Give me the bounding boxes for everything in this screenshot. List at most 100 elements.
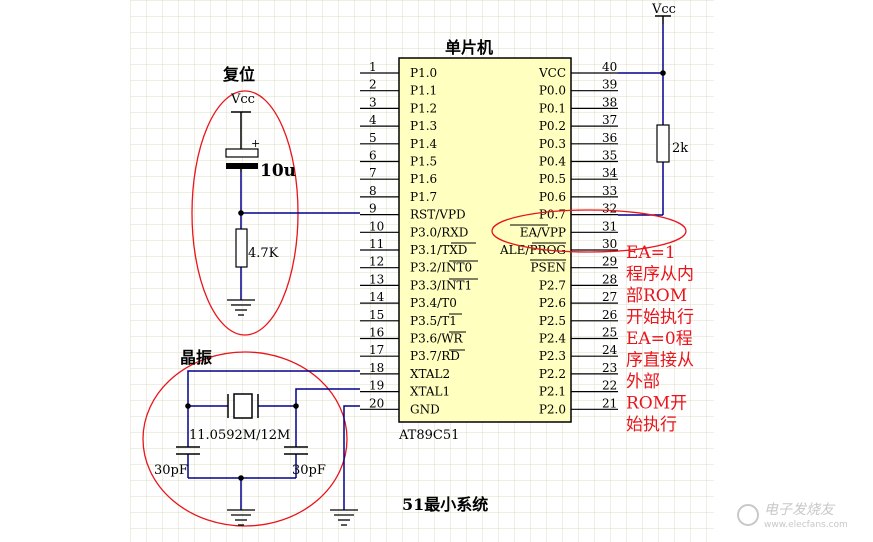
reset-junction-dot <box>238 210 244 216</box>
chip-title: 单片机 <box>445 38 493 57</box>
annotation-line: 外部 <box>626 372 660 392</box>
pin-number: 39 <box>602 78 617 92</box>
pin-name: P3.6/WR <box>410 332 464 346</box>
annotation-line: EA=0程 <box>626 329 693 349</box>
crystal-value: 11.0592M/12M <box>189 428 290 443</box>
pin-name: P3.4/T0 <box>410 296 457 310</box>
pin-name: EA/VPP <box>520 225 566 239</box>
left-pin-5: 5 P1.4 <box>360 131 438 151</box>
pin-name: P2.5 <box>539 314 566 328</box>
pin-name: P1.3 <box>410 119 437 133</box>
annotation-line: EA=1 <box>626 243 676 263</box>
pin-number: 33 <box>602 184 617 198</box>
pin-number: 16 <box>369 326 384 340</box>
pin-number: 8 <box>369 184 377 198</box>
reset-wiring <box>240 112 360 300</box>
pin-name: P1.7 <box>410 190 437 204</box>
pin-number: 12 <box>369 255 384 269</box>
svg-text:+: + <box>251 137 260 150</box>
annotation-line: 始执行 <box>626 415 677 435</box>
pin-number: 28 <box>602 272 617 286</box>
pin-name: P2.3 <box>539 349 566 363</box>
right-pin-28: 28 P2.7 <box>539 272 618 292</box>
pin-number: 11 <box>369 237 384 251</box>
pin-number: 6 <box>369 149 377 163</box>
pin-number: 5 <box>369 131 377 145</box>
pin-number: 26 <box>602 308 617 322</box>
capacitor-right <box>284 446 308 455</box>
pin-name: P0.2 <box>539 119 566 133</box>
ground-symbol-reset <box>227 299 255 316</box>
pin-name: P2.2 <box>539 367 566 381</box>
pin-number: 25 <box>602 326 617 340</box>
ea-highlight-ellipse <box>491 209 687 253</box>
pin-name: P1.6 <box>410 172 437 186</box>
pin-name: XTAL2 <box>410 367 450 381</box>
watermark-logo-icon <box>737 504 759 526</box>
pin-name: XTAL1 <box>410 385 450 399</box>
pin-number: 10 <box>369 219 384 233</box>
pin-name: PSEN <box>530 261 566 275</box>
pin-number: 35 <box>602 149 617 163</box>
crystal-wiring <box>187 370 360 510</box>
annotation-line: 序直接从 <box>626 351 694 371</box>
pin-number: 2 <box>369 78 377 92</box>
pin-number: 22 <box>602 379 617 393</box>
pin-name: P2.4 <box>539 332 567 346</box>
pin-number: 3 <box>369 95 377 109</box>
crystal-resonator <box>227 393 259 419</box>
overbars <box>449 224 566 351</box>
pin-number: 13 <box>369 272 384 286</box>
chip-body <box>398 57 572 423</box>
pin-number: 14 <box>369 290 385 304</box>
watermark-url: www.elecfans.com <box>764 520 848 530</box>
pin-name: P2.7 <box>539 278 566 292</box>
pin-number: 32 <box>602 202 617 216</box>
left-pin-19: 19 XTAL1 <box>360 379 450 399</box>
annotation-line: 部ROM <box>626 286 687 306</box>
pin-number: 27 <box>602 290 617 304</box>
right-pin-31: 31 EA/VPP <box>520 219 618 239</box>
left-pin-18: 18 XTAL2 <box>360 361 450 381</box>
pin-name: RST/VPD <box>410 208 466 222</box>
pin-number: 34 <box>602 166 618 180</box>
pin-number: 31 <box>602 219 617 233</box>
pin-number: 15 <box>369 308 384 322</box>
pin-number: 18 <box>369 361 384 375</box>
part-label: AT89C51 <box>398 428 459 443</box>
pin-number: 38 <box>602 95 617 109</box>
vcc-reset-label: Vcc <box>230 92 255 107</box>
crystal-highlight-ellipse <box>142 351 348 527</box>
reset-resistor <box>235 228 248 268</box>
pin-name: P1.4 <box>410 137 438 151</box>
left-pin-16: 16 P3.6/WR <box>360 326 464 346</box>
pin-name: P3.2/INT0 <box>410 261 472 275</box>
pin-number: 19 <box>369 379 384 393</box>
pin-number: 21 <box>602 396 617 410</box>
pin-number: 36 <box>602 131 617 145</box>
pin-name: P1.2 <box>410 101 437 115</box>
pullup-value: 2k <box>672 141 688 156</box>
reset-capacitor: + <box>225 137 260 172</box>
reset-cap-value: 10u <box>260 161 296 181</box>
watermark: 电子发烧友 www.elecfans.com <box>737 502 848 530</box>
vcc-right-label: Vcc <box>651 2 676 17</box>
